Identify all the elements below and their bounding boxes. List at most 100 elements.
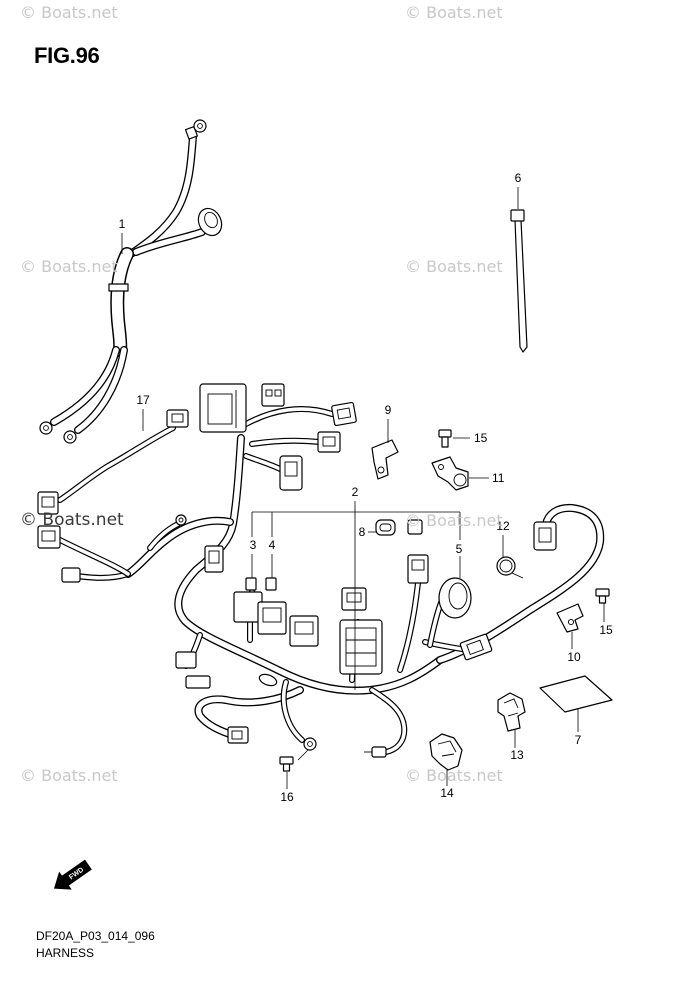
connector-left-b [37, 525, 61, 549]
diagram-name: HARNESS [36, 946, 95, 960]
bolt-16-shank [282, 763, 291, 772]
part-12-ring-clip [496, 556, 524, 579]
two-pin-connector [459, 633, 493, 661]
connector-top-small [261, 383, 285, 407]
harness-branch-vertical-connector-core [398, 581, 420, 672]
part-5-buzzer [438, 577, 472, 619]
connector-left-a [37, 491, 59, 515]
part-13-clip [497, 692, 526, 732]
leader-lines [121, 187, 605, 789]
connector-upper-right [331, 401, 357, 427]
sub-harness-connector-pins [171, 413, 184, 423]
relay-box-b-face [262, 607, 282, 623]
forward-arrow-shape [53, 859, 92, 890]
callout-15-right: 15 [599, 623, 613, 637]
bolt-right-shank [598, 595, 607, 604]
clip-14-detail [437, 740, 457, 757]
connector-lower [279, 455, 303, 491]
part-15-bolt-top [438, 429, 452, 448]
callout-5: 5 [456, 542, 463, 556]
connector-bottom-face [231, 730, 243, 740]
part-14-clip [429, 733, 463, 771]
bolt-top-head [438, 429, 452, 438]
top-terminal-crimp [184, 125, 199, 140]
harness-branch-mid-right-core [250, 438, 322, 446]
connector-top-right [533, 521, 557, 551]
grommet-loop [375, 519, 396, 536]
callout-13: 13 [510, 748, 524, 762]
bolt-right-head [595, 588, 610, 597]
connector-top-right-face [538, 527, 552, 543]
harness-branch-upper-right-core [244, 407, 334, 426]
grommet-loop-inner [379, 523, 392, 532]
ring-terminal-left-hole [178, 517, 184, 523]
relay-box-b [257, 601, 287, 635]
part-9-bracket [371, 439, 399, 480]
cable-tie-head [510, 209, 525, 222]
connector-left-a-face [41, 496, 55, 508]
callout-14: 14 [440, 786, 454, 800]
harness-branch-bottom-ring-core [281, 680, 304, 742]
battery-cable-boot-lead-core [133, 229, 205, 255]
callout-2: 2 [352, 485, 359, 499]
vertical-connector-face [411, 559, 425, 571]
clip-13-body [497, 692, 526, 732]
clamp-11-hole [438, 464, 444, 470]
harness-branch-bottom-left-core [195, 687, 303, 739]
harness-left-upper-tail-core [58, 538, 130, 576]
part-8-grommet [375, 519, 423, 536]
tape-sheet [539, 675, 613, 713]
figure-title: FIG.96 [34, 43, 100, 68]
callout-11: 11 [492, 471, 505, 485]
ring-clip-tail [511, 572, 524, 579]
ring-terminal-bottom-hole [307, 741, 313, 747]
clamp-11-loop [453, 473, 467, 487]
part-2-main-harness [37, 383, 605, 758]
buzzer-face [448, 582, 468, 610]
bracket-9-body [371, 439, 399, 480]
clip-14-body [429, 733, 463, 771]
callout-6: 6 [515, 171, 522, 185]
harness-branch-sensor-core [370, 688, 407, 754]
main-multi-pin-connector-face [207, 393, 233, 425]
grommet-cap [407, 519, 423, 535]
connector-left-box-a [175, 651, 197, 669]
vertical-connector [407, 554, 429, 584]
part-17-sub-harness [57, 409, 189, 503]
callout-3: 3 [250, 538, 257, 552]
callout-17: 17 [136, 393, 150, 407]
bolt-16-head [279, 756, 294, 765]
leader-16-to-ring [297, 749, 309, 761]
harness-branch-right-long-core [437, 505, 603, 663]
ring-terminal-b-hole [67, 434, 73, 440]
fuse-3 [245, 577, 257, 591]
terminal-boot-opening [204, 211, 218, 229]
part-6-cable-tie [510, 209, 528, 353]
callout-labels: 1 2 3 4 5 6 7 8 9 10 11 12 13 14 15 15 1… [119, 171, 613, 804]
bundle-tape-band [108, 283, 129, 292]
battery-cable-bundle-core [111, 248, 133, 356]
clamp-11-body [431, 456, 469, 491]
ring-terminal-a-hole [43, 425, 49, 431]
connector-lower-face [284, 461, 298, 477]
ring-terminal-bottom [303, 737, 317, 751]
connector-upper-right-face [336, 407, 352, 420]
battery-cable-lead-b-core [75, 347, 127, 433]
part-10-bracket [556, 603, 584, 633]
bracket-10-body [556, 603, 584, 633]
callout-7: 7 [575, 733, 582, 747]
connector-bottom [227, 726, 249, 744]
bracket-10-hole [567, 618, 575, 626]
diagram-code: DF20A_P03_014_096 [36, 929, 155, 943]
callout-1: 1 [119, 217, 126, 231]
relay-box-c-face [294, 621, 314, 635]
connector-mid-right-face [322, 436, 336, 447]
top-ring-terminal [193, 119, 207, 133]
callout-16: 16 [280, 790, 294, 804]
part-16-bolt [279, 749, 309, 772]
connector-mid-right [317, 431, 341, 453]
ring-clip-inner [499, 559, 513, 573]
connector-trunk-small [204, 545, 224, 573]
battery-cable-lead-a-core [51, 347, 119, 425]
callout-9: 9 [385, 403, 392, 417]
